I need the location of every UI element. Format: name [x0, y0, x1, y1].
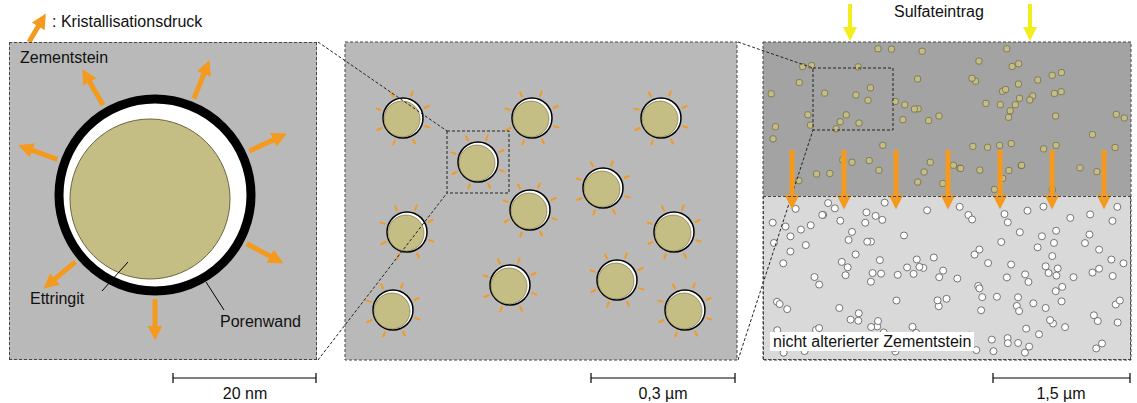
unaltered-zone — [763, 196, 1131, 360]
sulfate-arrow — [1028, 4, 1032, 34]
cement-panel: Zementstein — [9, 42, 317, 360]
part-label: Porenwand — [220, 312, 301, 331]
leader-line — [206, 282, 224, 310]
region-label: nicht alterierter Zementstein — [770, 332, 974, 351]
sulfate-arrow — [848, 4, 852, 34]
scale-label: 1,5 µm — [1036, 384, 1085, 403]
region-label: Zementstein — [20, 48, 108, 67]
panel-ground — [345, 42, 737, 360]
pore-wall — [59, 99, 251, 291]
legend-text: : Kristallisationsdruck — [52, 12, 202, 31]
scale-bar — [173, 373, 1130, 383]
zoom-box — [813, 68, 893, 130]
legend-arrow — [29, 20, 42, 42]
pore-dots — [769, 199, 1127, 356]
zoom-line — [318, 42, 447, 131]
ettringite-crystal — [70, 119, 230, 279]
part-label: Ettringit — [30, 289, 84, 308]
panel-frame — [763, 42, 1131, 360]
unaltered-zone-box: nicht alterierter Zementstein — [763, 196, 1131, 360]
zoom-line — [738, 130, 813, 360]
zoom-line — [738, 42, 813, 68]
scale-label: 20 nm — [223, 384, 267, 403]
leader-line — [102, 262, 128, 291]
process-label: Sulfateintrag — [894, 2, 984, 21]
zoom-line — [318, 193, 447, 360]
panel-ground — [9, 42, 317, 360]
scale-label: 0,3 µm — [638, 384, 687, 403]
pressure-front-arrows — [792, 150, 1104, 202]
pressure-arrows — [25, 67, 280, 333]
zoom-box — [447, 131, 509, 193]
pore-group — [366, 91, 713, 338]
